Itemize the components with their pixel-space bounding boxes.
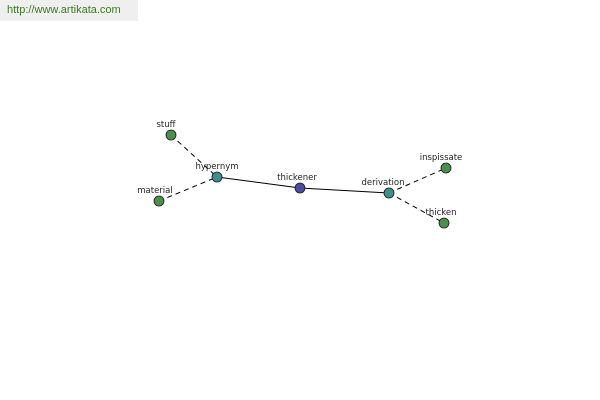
node-label-stuff[interactable]: stuff [156, 120, 176, 130]
site-header-bar: http://www.artikata.com [0, 0, 138, 21]
edge-hypernym-thickener [216, 176, 301, 189]
node-label-inspissate[interactable]: inspissate [420, 153, 463, 163]
edge-derivation-thicken [388, 192, 445, 224]
node-stuff[interactable] [165, 129, 177, 141]
node-thicken[interactable] [438, 217, 450, 229]
edge-material-hypernym [158, 176, 218, 202]
node-label-derivation[interactable]: derivation [361, 178, 404, 188]
node-label-thicken[interactable]: thicken [426, 208, 457, 218]
graph-nodes [153, 129, 452, 229]
edge-stuff-hypernym [170, 134, 218, 178]
node-label-thickener[interactable]: thickener [277, 173, 317, 183]
node-thickener[interactable] [294, 182, 306, 194]
node-label-material[interactable]: material [137, 186, 172, 196]
node-label-hypernym[interactable]: hypernym [195, 162, 238, 172]
edge-thickener-derivation [299, 187, 390, 194]
site-url-link[interactable]: http://www.artikata.com [7, 4, 121, 16]
node-derivation[interactable] [383, 187, 395, 199]
graph-edges [158, 134, 447, 224]
node-inspissate[interactable] [440, 162, 452, 174]
graph-labels: thickener hypernym derivation stuff material… [137, 120, 462, 218]
node-hypernym[interactable] [211, 171, 223, 183]
node-material[interactable] [153, 195, 165, 207]
edge-derivation-inspissate [388, 167, 447, 194]
